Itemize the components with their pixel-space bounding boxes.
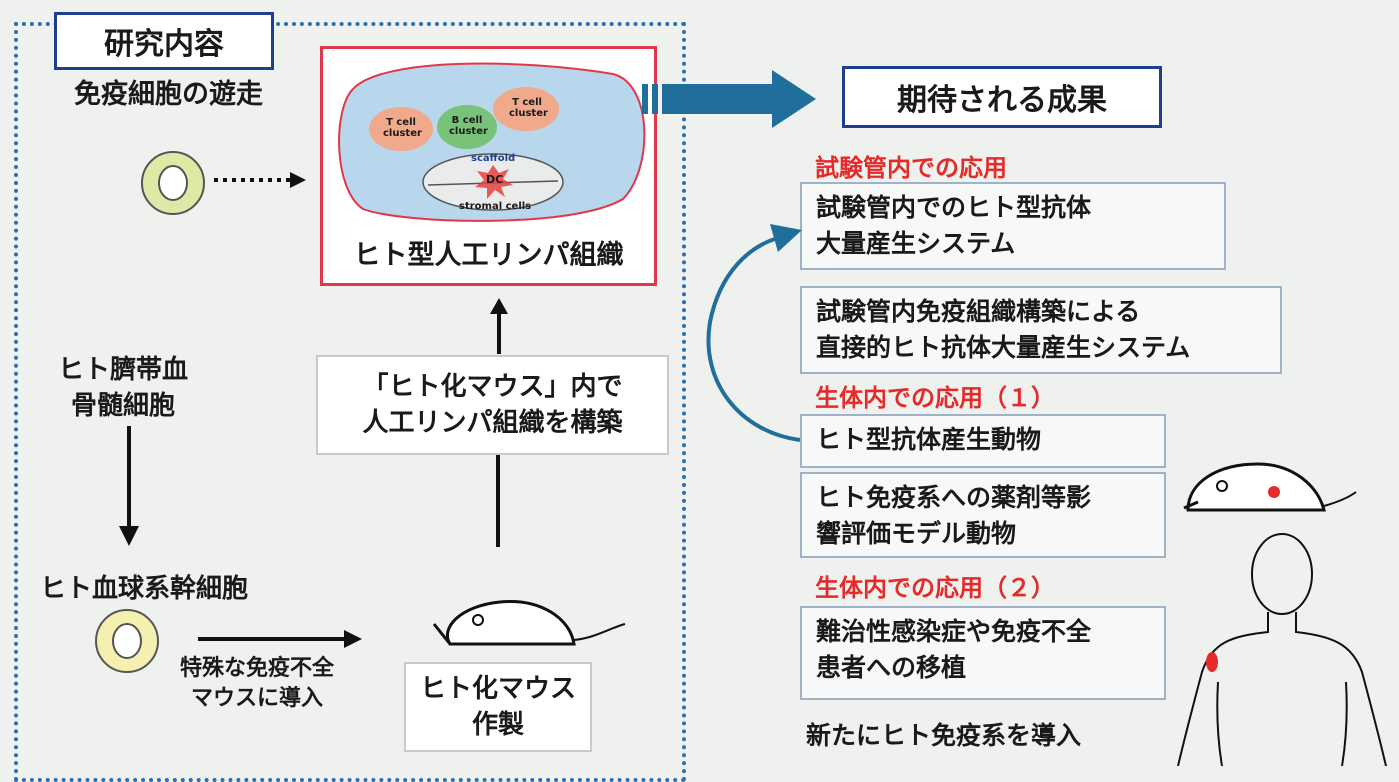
result-box-4-line-1: ヒト免疫系への薬剤等影 [816,483,1092,512]
cluster-label-3: T cell cluster [509,97,548,119]
result-arrow [642,70,816,128]
section2-heading: 生体内での応用（１） [815,384,1055,412]
cord-blood-line-1: ヒト臍帯血 [58,355,189,385]
result-box-1-line-1: 試験管内でのヒト型抗体 [816,193,1092,222]
result-box-4-line-2: 響評価モデル動物 [816,519,1017,548]
tissue-caption: ヒト型人工リンパ組織 [353,240,624,271]
transfer-line-1: 特殊な免疫不全 [180,656,335,681]
result-box-5-line-1: 難治性感染症や免疫不全 [816,617,1092,646]
dc-label: DC [486,173,504,186]
stromal-label: stromal cells [459,201,532,212]
cord-blood-line-2: 骨髄細胞 [71,391,176,421]
humanized-mouse-box: ヒト化マウス 作製 [404,662,592,752]
result-box-3-line-1: ヒト型抗体産生動物 [816,425,1042,454]
footer-label: 新たにヒト免疫系を導入 [806,721,1082,750]
result-box-4: ヒト免疫系への薬剤等影 響評価モデル動物 [800,472,1166,558]
model-mouse-icon [1183,462,1357,512]
mouse-to-construct-line [496,455,500,547]
transfer-line-2: マウスに導入 [191,686,324,711]
construct-line-1: 「ヒト化マウス」内で [362,372,623,402]
results-title: 期待される成果 [842,66,1162,128]
stem-cell-icon [95,609,159,673]
result-box-5-line-2: 患者への移植 [816,653,967,682]
mouse-icon [432,599,626,646]
human-icon [1177,533,1387,766]
up-arrow-to-tissue [490,298,508,354]
result-box-2: 試験管内免疫組織構築による 直接的ヒト抗体大量産生システム [800,286,1282,374]
result-box-1-line-2: 大量産生システム [816,229,1016,258]
humanized-mouse-line-2: 作製 [471,710,524,740]
result-box-3: ヒト型抗体産生動物 [800,414,1166,468]
stem-cell-label: ヒト血球系幹細胞 [40,574,249,604]
migration-label: 免疫細胞の遊走 [74,79,263,110]
construct-line-2: 人工リンパ組織を構築 [362,408,623,438]
research-title: 研究内容 [54,12,274,70]
result-box-2-line-1: 試験管内免疫組織構築による [816,297,1141,326]
section1-heading: 試験管内での応用 [815,154,1007,182]
tissue-box: T cell cluster B cell cluster T cell clu… [320,46,657,286]
transfer-label: 特殊な免疫不全 マウスに導入 [180,654,334,714]
transfer-arrow [198,630,362,648]
migration-dotted-arrow [214,172,306,188]
cord-blood-label: ヒト臍帯血 骨髄細胞 [58,352,188,424]
immune-cell-icon [141,151,205,215]
lymph-tissue-illustration [338,62,646,222]
cluster-label-2: B cell cluster [449,115,488,137]
result-box-2-line-2: 直接的ヒト抗体大量産生システム [816,333,1191,362]
down-arrow-to-stem [119,426,139,546]
result-box-5: 難治性感染症や免疫不全 患者への移植 [800,606,1166,700]
construct-box: 「ヒト化マウス」内で 人工リンパ組織を構築 [316,355,669,455]
section3-heading: 生体内での応用（２） [815,574,1055,602]
curved-arrow [706,224,802,442]
result-box-1: 試験管内でのヒト型抗体 大量産生システム [800,182,1226,270]
scaffold-label: scaffold [471,153,516,164]
cluster-label-1: T cell cluster [383,117,422,139]
humanized-mouse-line-1: ヒト化マウス [419,674,576,704]
